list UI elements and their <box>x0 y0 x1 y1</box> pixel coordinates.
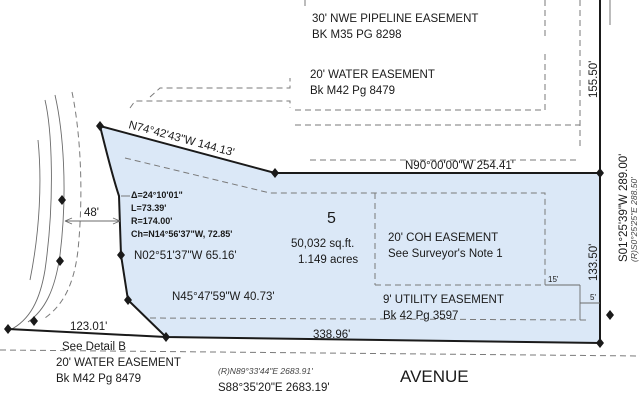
corner-node-sw <box>124 295 132 305</box>
corner-node-w <box>4 324 12 334</box>
corner-node-curve <box>117 250 125 260</box>
dimension-15: 15' <box>548 275 559 284</box>
water-easement-north-lines <box>129 50 581 161</box>
water-easement-south-title: 20' WATER EASEMENT <box>56 357 181 369</box>
coh-easement-lines <box>124 157 546 285</box>
avenue-record-bearing: (R)N89°33'44"E 2683.91' <box>218 366 313 376</box>
road-width-label: 48' <box>84 207 99 219</box>
corner-node-ne <box>596 168 604 178</box>
bearing-west-lower: N45°47'59"W 40.73' <box>172 291 275 303</box>
water-easement-south-ref: Bk M42 Pg 8479 <box>56 373 141 385</box>
road-curve-lines <box>9 91 82 331</box>
pipeline-easement-title: 30' NWE PIPELINE EASEMENT <box>312 13 478 25</box>
south-road-line <box>7 328 167 338</box>
corner-node-nw <box>96 121 104 131</box>
curve-node-2 <box>56 256 64 266</box>
east-distance-155: 155.50' <box>588 61 600 98</box>
curve-chord: Ch=N14°56'37"W, 72.85' <box>131 229 232 239</box>
boundary-nodes <box>4 121 614 348</box>
utility-easement-lines <box>149 284 591 321</box>
detail-reference: See Detail B <box>62 341 126 353</box>
coh-easement-title: 20' COH EASEMENT <box>388 232 498 244</box>
curve-node-1 <box>58 195 66 205</box>
bearing-north-main: N90°00'00"W 254.41' <box>405 160 514 172</box>
east-distance-133: 133.50' <box>588 244 600 281</box>
lot-number: 5 <box>327 210 336 227</box>
south-lot-distance: 338.96' <box>313 329 350 341</box>
curve-delta: Δ=24°10'01" <box>131 190 183 200</box>
east-record-bearing: (R)S0°25'25"E 288.50' <box>629 177 639 262</box>
coh-easement-note: See Surveyor's Note 1 <box>388 248 503 260</box>
utility-easement-title: 9' UTILITY EASEMENT <box>383 294 504 306</box>
avenue-alignment <box>0 349 640 357</box>
lot-area-acres: 1.149 acres <box>298 254 358 266</box>
curve-radius: R=174.00' <box>131 216 172 226</box>
curve-node-3 <box>30 316 38 326</box>
curve-length: L=73.39' <box>131 203 166 213</box>
pipeline-easement-ref: BK M35 PG 8298 <box>312 29 402 41</box>
dimension-5: 5' <box>590 293 596 302</box>
corner-node-se <box>596 338 604 348</box>
small-dimension-lines <box>545 284 600 320</box>
lot-area-sqft: 50,032 sq.ft. <box>291 238 354 250</box>
bearing-west-upper: N02°51'37"W 65.16' <box>134 250 237 262</box>
water-easement-north-title: 20' WATER EASEMENT <box>310 69 435 81</box>
pipeline-easement-lines <box>304 0 611 140</box>
utility-easement-ref: Bk 42 Pg 3597 <box>383 310 458 322</box>
water-easement-north-ref: Bk M42 Pg 8479 <box>310 85 395 97</box>
corner-node-sw2 <box>162 332 170 342</box>
avenue-bearing: S88°35'20"E 2683.19' <box>218 382 330 394</box>
lot-5-parcel <box>100 126 600 343</box>
road-width-dimension <box>64 217 121 225</box>
corner-node-n <box>271 168 279 178</box>
street-name: AVENUE <box>400 367 469 386</box>
east-main-bearing: S01°25'39"W 289.00' <box>618 154 630 262</box>
ne-pin <box>606 310 614 320</box>
south-west-distance: 123.01' <box>70 321 107 333</box>
